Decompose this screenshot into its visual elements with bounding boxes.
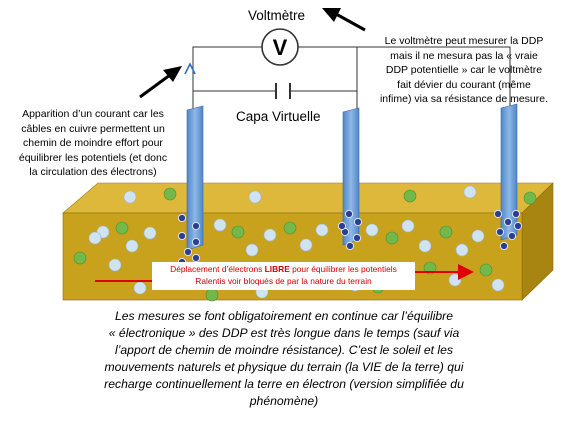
soil-particle-light [88,231,102,245]
soil-particle-green [403,189,417,203]
soil-particle-light [471,229,485,243]
soil-particle-light [263,228,277,242]
voltmeter-note-line: Le voltmètre peut mesurer la DDP [384,35,544,47]
current-note: Apparition d’un courant car les câbles e… [2,107,184,180]
electron-dot [191,221,201,231]
soil-particle-light [455,243,469,257]
soil-particle-light [248,190,262,204]
electron-flow-label: Déplacement d’électrons LIBRE pour équil… [152,262,415,290]
soil-particle-light [491,278,505,292]
electrodes [186,103,518,251]
current-direction-caret [184,62,196,75]
soil-particle-light [365,223,379,237]
caption-line: Les mesures se font obligatoirement en c… [114,309,454,323]
electron-dot [345,241,355,251]
voltmeter-note-line: fait dévier du courant (même [397,78,531,91]
wire-outer [192,46,262,112]
current-note-line: Apparition d’un courant car les [22,108,164,120]
electron-dot [177,231,187,241]
caption-line: « électronique » des DDP est très longue… [108,326,460,340]
voltmeter-label: Voltmètre [248,8,306,23]
soil-particle-light [143,226,157,240]
soil-particle-green [205,288,219,302]
wire-right-electrode [357,46,511,110]
voltmeter-circle [261,28,299,66]
circuit-wires [192,46,511,115]
electron-flow-line-1: Déplacement d’électrons LIBRE pour équil… [170,264,397,274]
voltmeter-note-line: infime) via sa résistance de mesure. [379,93,549,105]
electron-dot [337,221,347,231]
electron-dot [507,231,517,241]
voltmeter-note-line: mais il ne mesura pas la « vraie [390,49,538,62]
caption-line: phénomène) [249,394,319,408]
capacitor-label: Capa Virtuelle [236,109,321,124]
electron-dot [352,233,362,243]
electron-dot [495,227,505,237]
soil-particle-green [283,221,297,235]
voltmeter: V [261,28,299,66]
current-note-line: la circulation des électrons) [29,166,157,178]
soil-particle-light [123,190,137,204]
electron-dot [183,247,193,257]
soil-particle-green [73,251,87,265]
soil-particle-green [231,225,245,239]
soil-particle-green [163,187,177,201]
soil-particle-green [523,191,537,205]
soil-particle-light [108,258,122,272]
electron-dot [191,237,201,247]
soil-top-face [62,182,554,214]
caption-line: l’apport de chemin de moindre résistance… [114,343,454,357]
soil-particle-light [448,273,462,287]
arrow-to-voltmeter-head [322,8,341,22]
electron-dot [353,217,363,227]
soil-particle-light [125,239,139,253]
soil-particle-light [418,239,432,253]
electron-dot [344,209,354,219]
electron-dot [493,209,503,219]
caption-line: mouvements naturels et physique du terra… [104,360,464,374]
soil-particle-green [439,225,453,239]
electron-dot [511,209,521,219]
current-note-line: chemin de moindre effort pour [23,137,163,149]
electrode-right [500,103,518,241]
arrow-to-voltmeter [335,12,366,32]
electron-dot [513,221,523,231]
wire-outer-right [298,46,358,115]
electron-dot [503,217,513,227]
electron-flow-line-2: Ralentis voir bloqués de par la nature d… [195,275,372,286]
soil-particle-light [299,238,313,252]
soil-particle-light [213,218,227,232]
electron-dot [177,213,187,223]
electron-clusters [177,209,523,267]
voltmeter-note-line: DDP potentielle » car le voltmètre [385,64,543,76]
caption-line: recharge continuellement la terre en éle… [104,377,464,391]
voltmeter-note: Le voltmètre peut mesurer la DDP mais il… [366,34,562,107]
soil-particle-light [463,185,477,199]
soil-particle-light [133,281,147,295]
voltmeter-symbol: V [273,35,288,60]
explanatory-caption: Les mesures se font obligatoirement en c… [78,308,490,410]
arrow-to-wire [139,73,171,99]
arrow-to-wire-head [163,66,182,82]
soil-particle-light [315,223,329,237]
soil-particle-green [385,231,399,245]
soil-particles [73,185,537,302]
current-note-line: équilibrer les potentiels (et donc [18,151,168,164]
soil-particle-light [401,219,415,233]
electrode-left [186,105,204,251]
callout-arrows [139,8,366,99]
soil-particle-green [479,263,493,277]
soil-particle-light [245,243,259,257]
soil-particle-green [115,221,129,235]
electron-flow-arrows [95,264,474,282]
electron-dot [191,253,201,263]
electron-dot [499,241,509,251]
current-note-line: câbles en cuivre permettent un [21,122,165,135]
